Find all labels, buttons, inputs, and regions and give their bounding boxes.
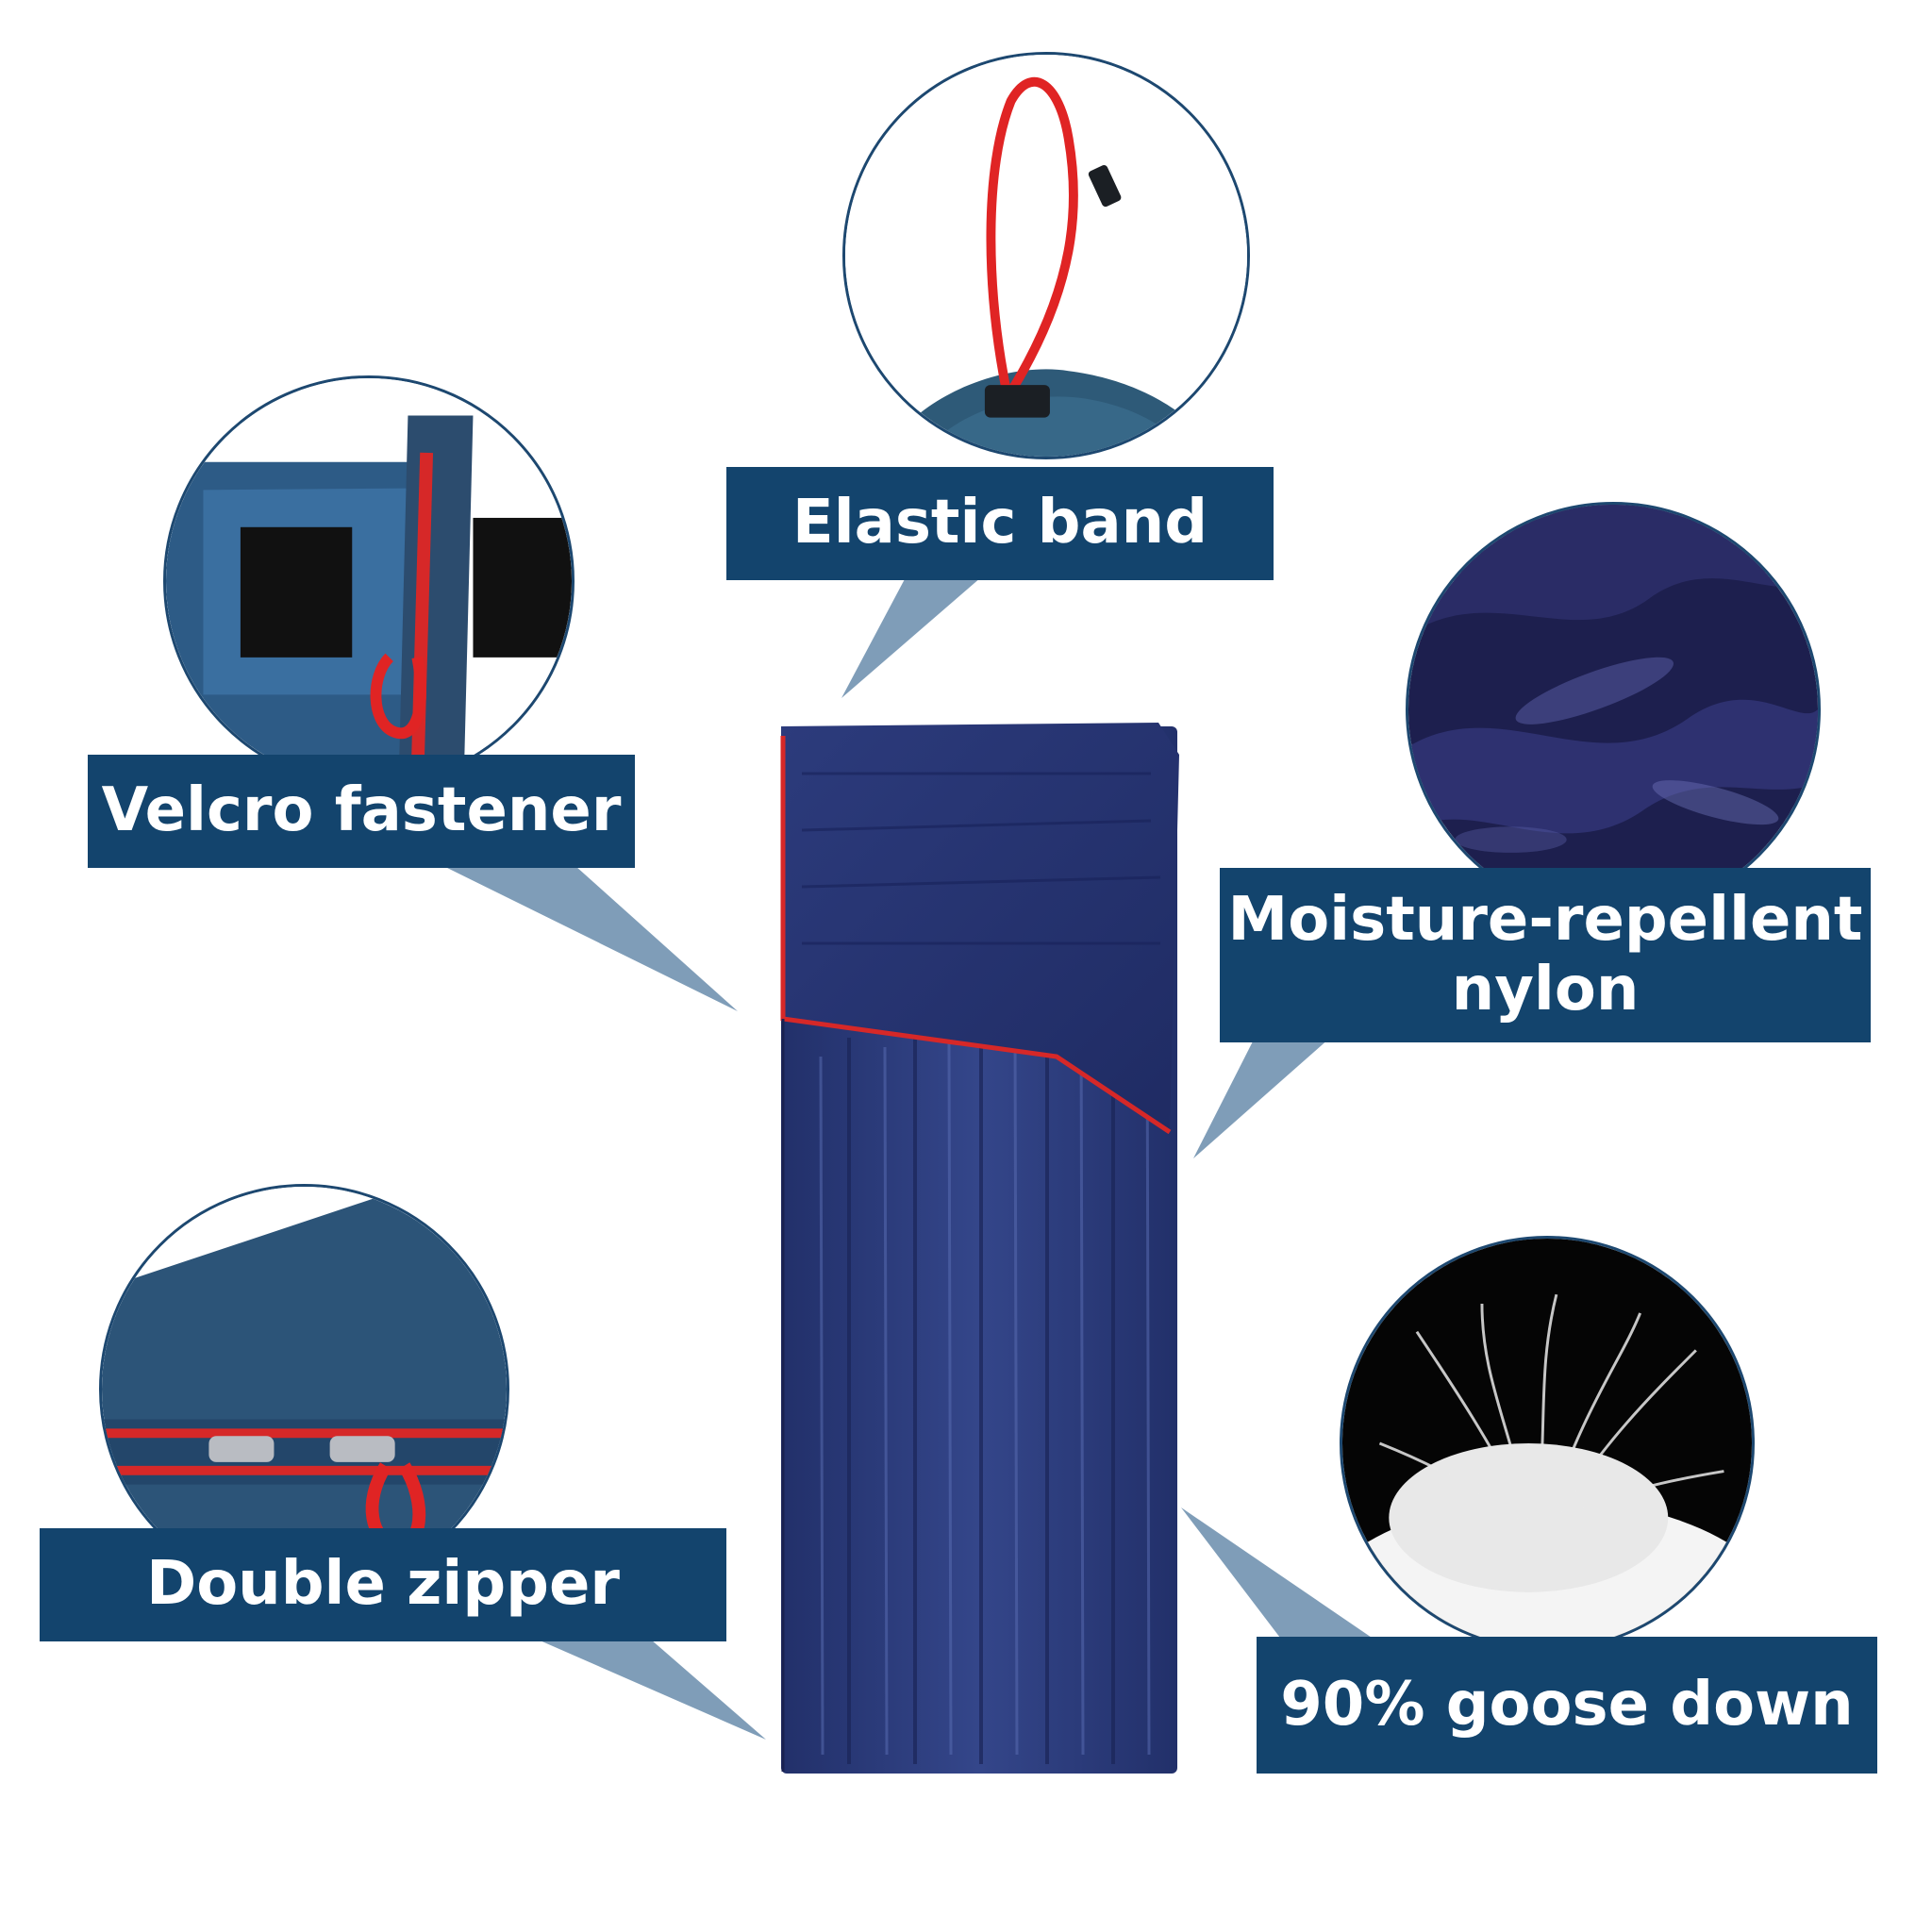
label-velcro-fastener: Velcro fastener xyxy=(88,755,635,868)
label-goose-down: 90% goose down xyxy=(1257,1637,1877,1774)
pointer-nylon xyxy=(1193,1038,1330,1158)
pointer-down xyxy=(1181,1507,1377,1641)
nylon-fabric-photo xyxy=(1406,502,1821,917)
label-velcro-fastener-text: Velcro fastener xyxy=(101,775,622,846)
label-double-zipper: Double zipper xyxy=(40,1528,726,1641)
pointer-zipper xyxy=(538,1640,766,1740)
label-goose-down-text: 90% goose down xyxy=(1280,1669,1854,1740)
label-moisture-repellent-nylon: Moisture-repellent nylon xyxy=(1220,868,1871,1042)
label-nylon-line1: Moisture-repellent xyxy=(1227,884,1863,955)
label-elastic-band-text: Elastic band xyxy=(791,488,1208,558)
label-double-zipper-text: Double zipper xyxy=(146,1549,620,1620)
sleeping-bag-image xyxy=(774,717,1189,1778)
label-nylon-line2: nylon xyxy=(1451,954,1640,1024)
double-zipper-photo xyxy=(99,1184,509,1594)
elastic-band-photo xyxy=(842,52,1250,459)
velcro-fastener-photo xyxy=(163,375,575,787)
label-elastic-band: Elastic band xyxy=(726,467,1274,580)
pointer-elastic xyxy=(841,577,981,698)
pointer-velcro xyxy=(443,866,738,1011)
goose-down-photo xyxy=(1340,1236,1755,1651)
